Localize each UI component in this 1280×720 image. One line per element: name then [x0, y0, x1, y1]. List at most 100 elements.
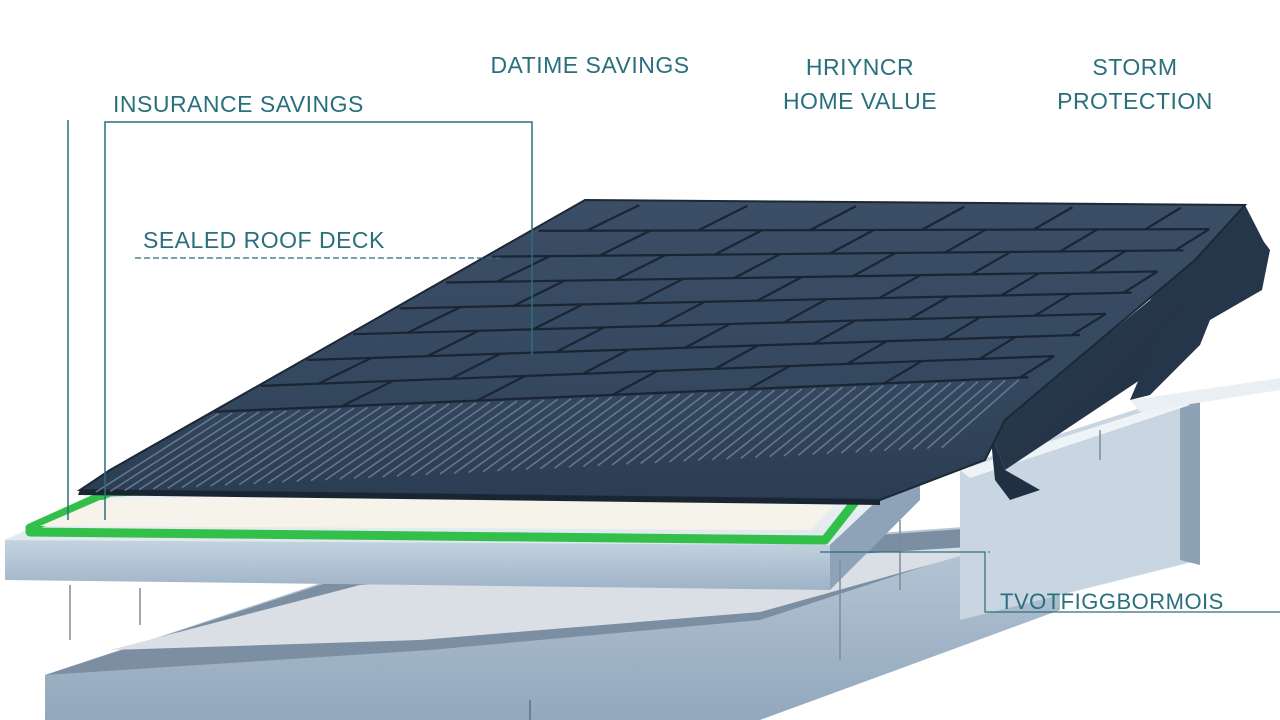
shingle-stripe — [754, 386, 843, 459]
shingle-stripe — [783, 385, 871, 457]
shingle-stripe — [898, 380, 979, 451]
leader-lines — [67, 120, 1280, 613]
shingle-course-line — [307, 333, 1081, 362]
shingle-stripe — [726, 387, 816, 460]
shingle-course-line — [492, 249, 1184, 258]
shingle-stripe — [181, 409, 301, 489]
shingle-joint-line — [635, 277, 684, 305]
shingle-stripe — [625, 391, 721, 465]
shingle-stripe — [869, 382, 952, 453]
shingle-joint-line — [757, 276, 803, 302]
shingle-stripe — [138, 411, 260, 491]
shingle-stripe — [654, 390, 748, 464]
shingle-joint-line — [847, 340, 888, 365]
shingle-joint-line — [971, 250, 1012, 276]
shingle-joint-line — [599, 229, 651, 257]
shingle-joint-line — [427, 329, 480, 357]
shingle-joint-line — [852, 251, 896, 278]
shingle-stripe — [353, 402, 464, 480]
label-storm-line1: STORM — [1092, 54, 1178, 80]
shingle-joint-line — [1019, 355, 1055, 379]
label-insurance-savings: INSURANCE SAVINGS — [113, 91, 364, 117]
shingle-stripe — [539, 395, 640, 470]
shingle-stripe — [367, 402, 477, 479]
shingle-joint-line — [450, 352, 501, 380]
shingle-joint-line — [1144, 206, 1182, 231]
shingle-stripe — [668, 390, 762, 463]
shingle-stripe — [883, 381, 966, 452]
shingle-stripe — [926, 379, 1006, 450]
shingle-joint-line — [979, 336, 1017, 360]
shingle-joint-line — [697, 204, 748, 232]
shingle-stripe — [210, 408, 328, 487]
label-sealed-roof-deck: SEALED ROOF DECK — [143, 227, 385, 253]
shingle-stripe — [439, 399, 545, 475]
shingle-stripe — [912, 380, 993, 450]
shingle-stripe — [711, 388, 803, 461]
shingle-course-line — [399, 291, 1132, 310]
shingle-joint-line — [1032, 206, 1074, 231]
label-datime-savings: DATIME SAVINGS — [490, 52, 690, 78]
shingle-stripe — [511, 396, 613, 471]
shingle-joint-line — [733, 253, 781, 279]
shingle-stripe — [109, 412, 233, 492]
shingle-joint-line — [809, 205, 857, 232]
shingle-roof — [76, 198, 1248, 505]
shingle-stripe — [640, 391, 735, 465]
label-home-value: HRIYNCR HOME VALUE — [760, 50, 960, 118]
shingle-joint-line — [884, 360, 923, 384]
label-storm-protection: STORM PROTECTION — [1030, 50, 1240, 118]
shingle-stripe — [152, 410, 274, 490]
shingle-stripe — [697, 388, 789, 462]
shingle-stripe — [496, 396, 599, 472]
shingle-stripe — [281, 405, 396, 483]
shingle-joint-line — [586, 204, 640, 232]
shingle-stripe — [425, 399, 531, 476]
label-bottom-right: TVOTFIGGBORMOIS — [1000, 589, 1224, 614]
shingle-stripe — [396, 400, 504, 477]
shingle-joint-line — [944, 228, 987, 254]
shingle-stripe — [253, 406, 369, 485]
shingle-stripe — [238, 407, 355, 486]
shingle-stripe — [797, 384, 884, 456]
shingle-joint-line — [1001, 272, 1040, 297]
shingle-stripe — [525, 395, 626, 471]
shingle-stripe — [683, 389, 776, 462]
shingle-stripe — [310, 404, 423, 482]
shingle-stripe — [195, 409, 314, 488]
shingle-joint-line — [748, 365, 791, 390]
shingle-stripe — [95, 413, 219, 493]
shingle-joint-line — [813, 319, 856, 345]
shingle-stripe — [740, 387, 830, 459]
shingle-joint-line — [829, 229, 875, 255]
shingle-stripe — [597, 392, 694, 467]
shingle-stripe — [554, 394, 654, 469]
label-storm-line2: PROTECTION — [1057, 88, 1213, 114]
label-home-value-line1: HRIYNCR — [805, 54, 915, 80]
shingle-joint-line — [714, 229, 763, 256]
shingle-joint-line — [1034, 292, 1072, 317]
shingle-stripe — [410, 400, 518, 477]
shingle-joint-line — [921, 205, 965, 231]
shingle-joint-line — [318, 356, 373, 385]
shingle-stripe — [855, 382, 938, 453]
shingle-joint-line — [1174, 228, 1210, 252]
shingle-joint-line — [1123, 270, 1159, 294]
shingle-joint-line — [879, 274, 921, 299]
shingle-joint-line — [513, 279, 566, 307]
shingle-stripe — [339, 403, 450, 480]
ridge-cap — [990, 205, 1270, 500]
shingle-joint-line — [533, 303, 584, 331]
shingle-stripe — [124, 411, 247, 492]
shingle-stripe — [812, 384, 898, 456]
shingle-stripe — [482, 397, 586, 473]
shingle-stripe — [453, 398, 559, 474]
shingle-joint-line — [1059, 228, 1098, 253]
shingle-joint-line — [715, 344, 759, 370]
shingle-stripe — [826, 383, 911, 455]
shingle-joint-line — [556, 326, 605, 353]
shingle-joint-line — [658, 300, 706, 327]
shingle-joint-line — [1089, 249, 1127, 274]
shingle-stripe — [468, 398, 572, 474]
